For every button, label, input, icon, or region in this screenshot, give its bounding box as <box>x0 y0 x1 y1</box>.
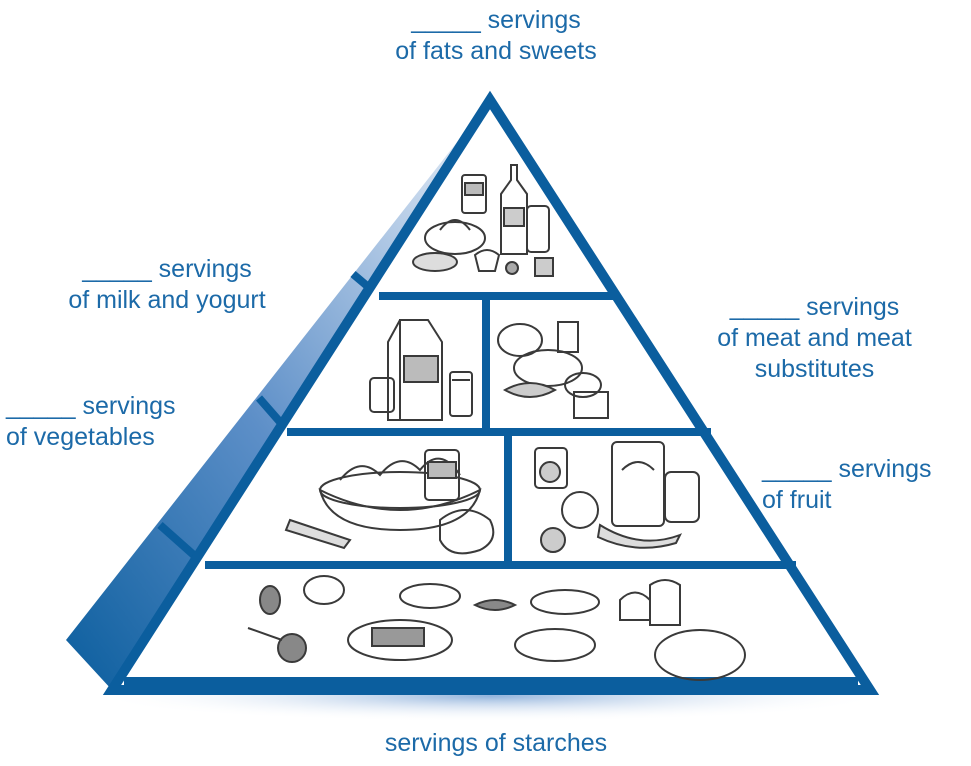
starches-illustration <box>247 575 746 681</box>
fruit-illustration <box>534 441 700 553</box>
milk-yogurt-illustration <box>369 319 473 421</box>
vegetables-line2: of vegetables <box>6 423 155 451</box>
meat-line3: substitutes <box>754 355 875 383</box>
starches-line1: servings of starches <box>384 729 608 757</box>
fruit-label: _____ servings of fruit <box>762 454 967 516</box>
fats-sweets-line2: of fats and sweets <box>395 37 597 65</box>
fats-sweets-line1: _____ servings <box>411 6 581 34</box>
meat-line2: of meat and meat <box>717 324 912 352</box>
pyramid-side-face <box>66 100 490 690</box>
milk-yogurt-label: _____ servings of milk and yogurt <box>22 254 312 316</box>
fats-sweets-illustration <box>412 164 554 277</box>
meat-label: _____ servings of meat and meat substitu… <box>672 292 957 385</box>
fruit-line2: of fruit <box>762 486 832 514</box>
meat-line1: _____ servings <box>729 293 900 321</box>
fruit-line1: _____ servings <box>762 455 932 483</box>
vegetables-label: _____ servings of vegetables <box>6 391 236 453</box>
starches-label: servings of starches <box>336 728 656 759</box>
milk-yogurt-line1: _____ servings <box>82 255 252 283</box>
fats-sweets-label: _____ servings of fats and sweets <box>331 5 661 67</box>
meat-illustration <box>497 321 609 419</box>
pyramid-front-face <box>102 90 880 695</box>
vegetables-illustration <box>284 449 495 555</box>
milk-yogurt-line2: of milk and yogurt <box>68 286 266 314</box>
vegetables-line1: _____ servings <box>6 392 176 420</box>
